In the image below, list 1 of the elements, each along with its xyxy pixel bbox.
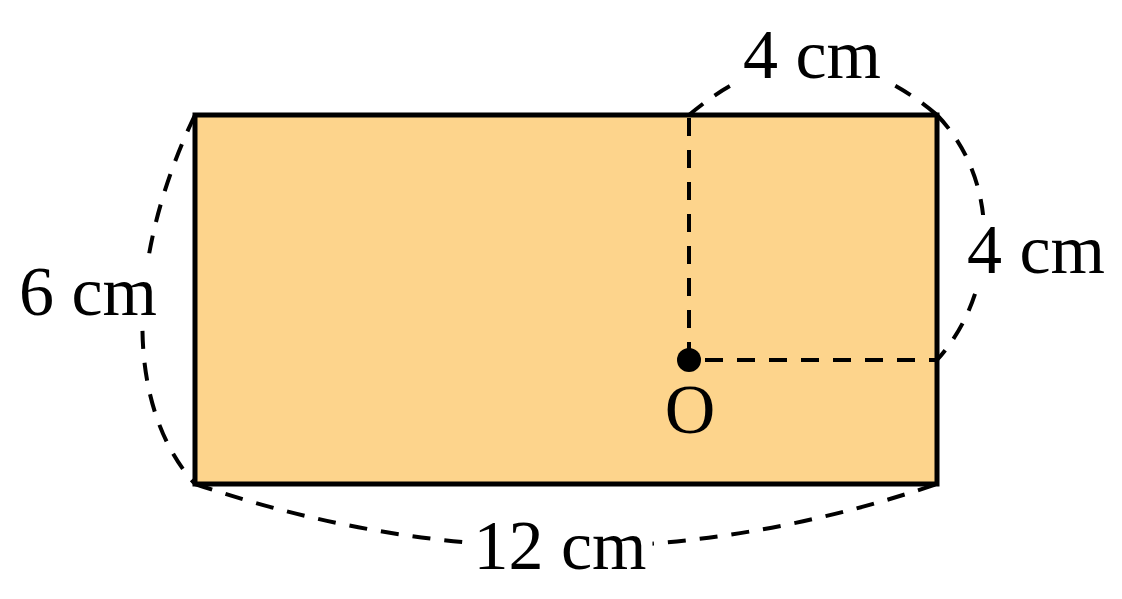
point-label: O [664,375,716,445]
